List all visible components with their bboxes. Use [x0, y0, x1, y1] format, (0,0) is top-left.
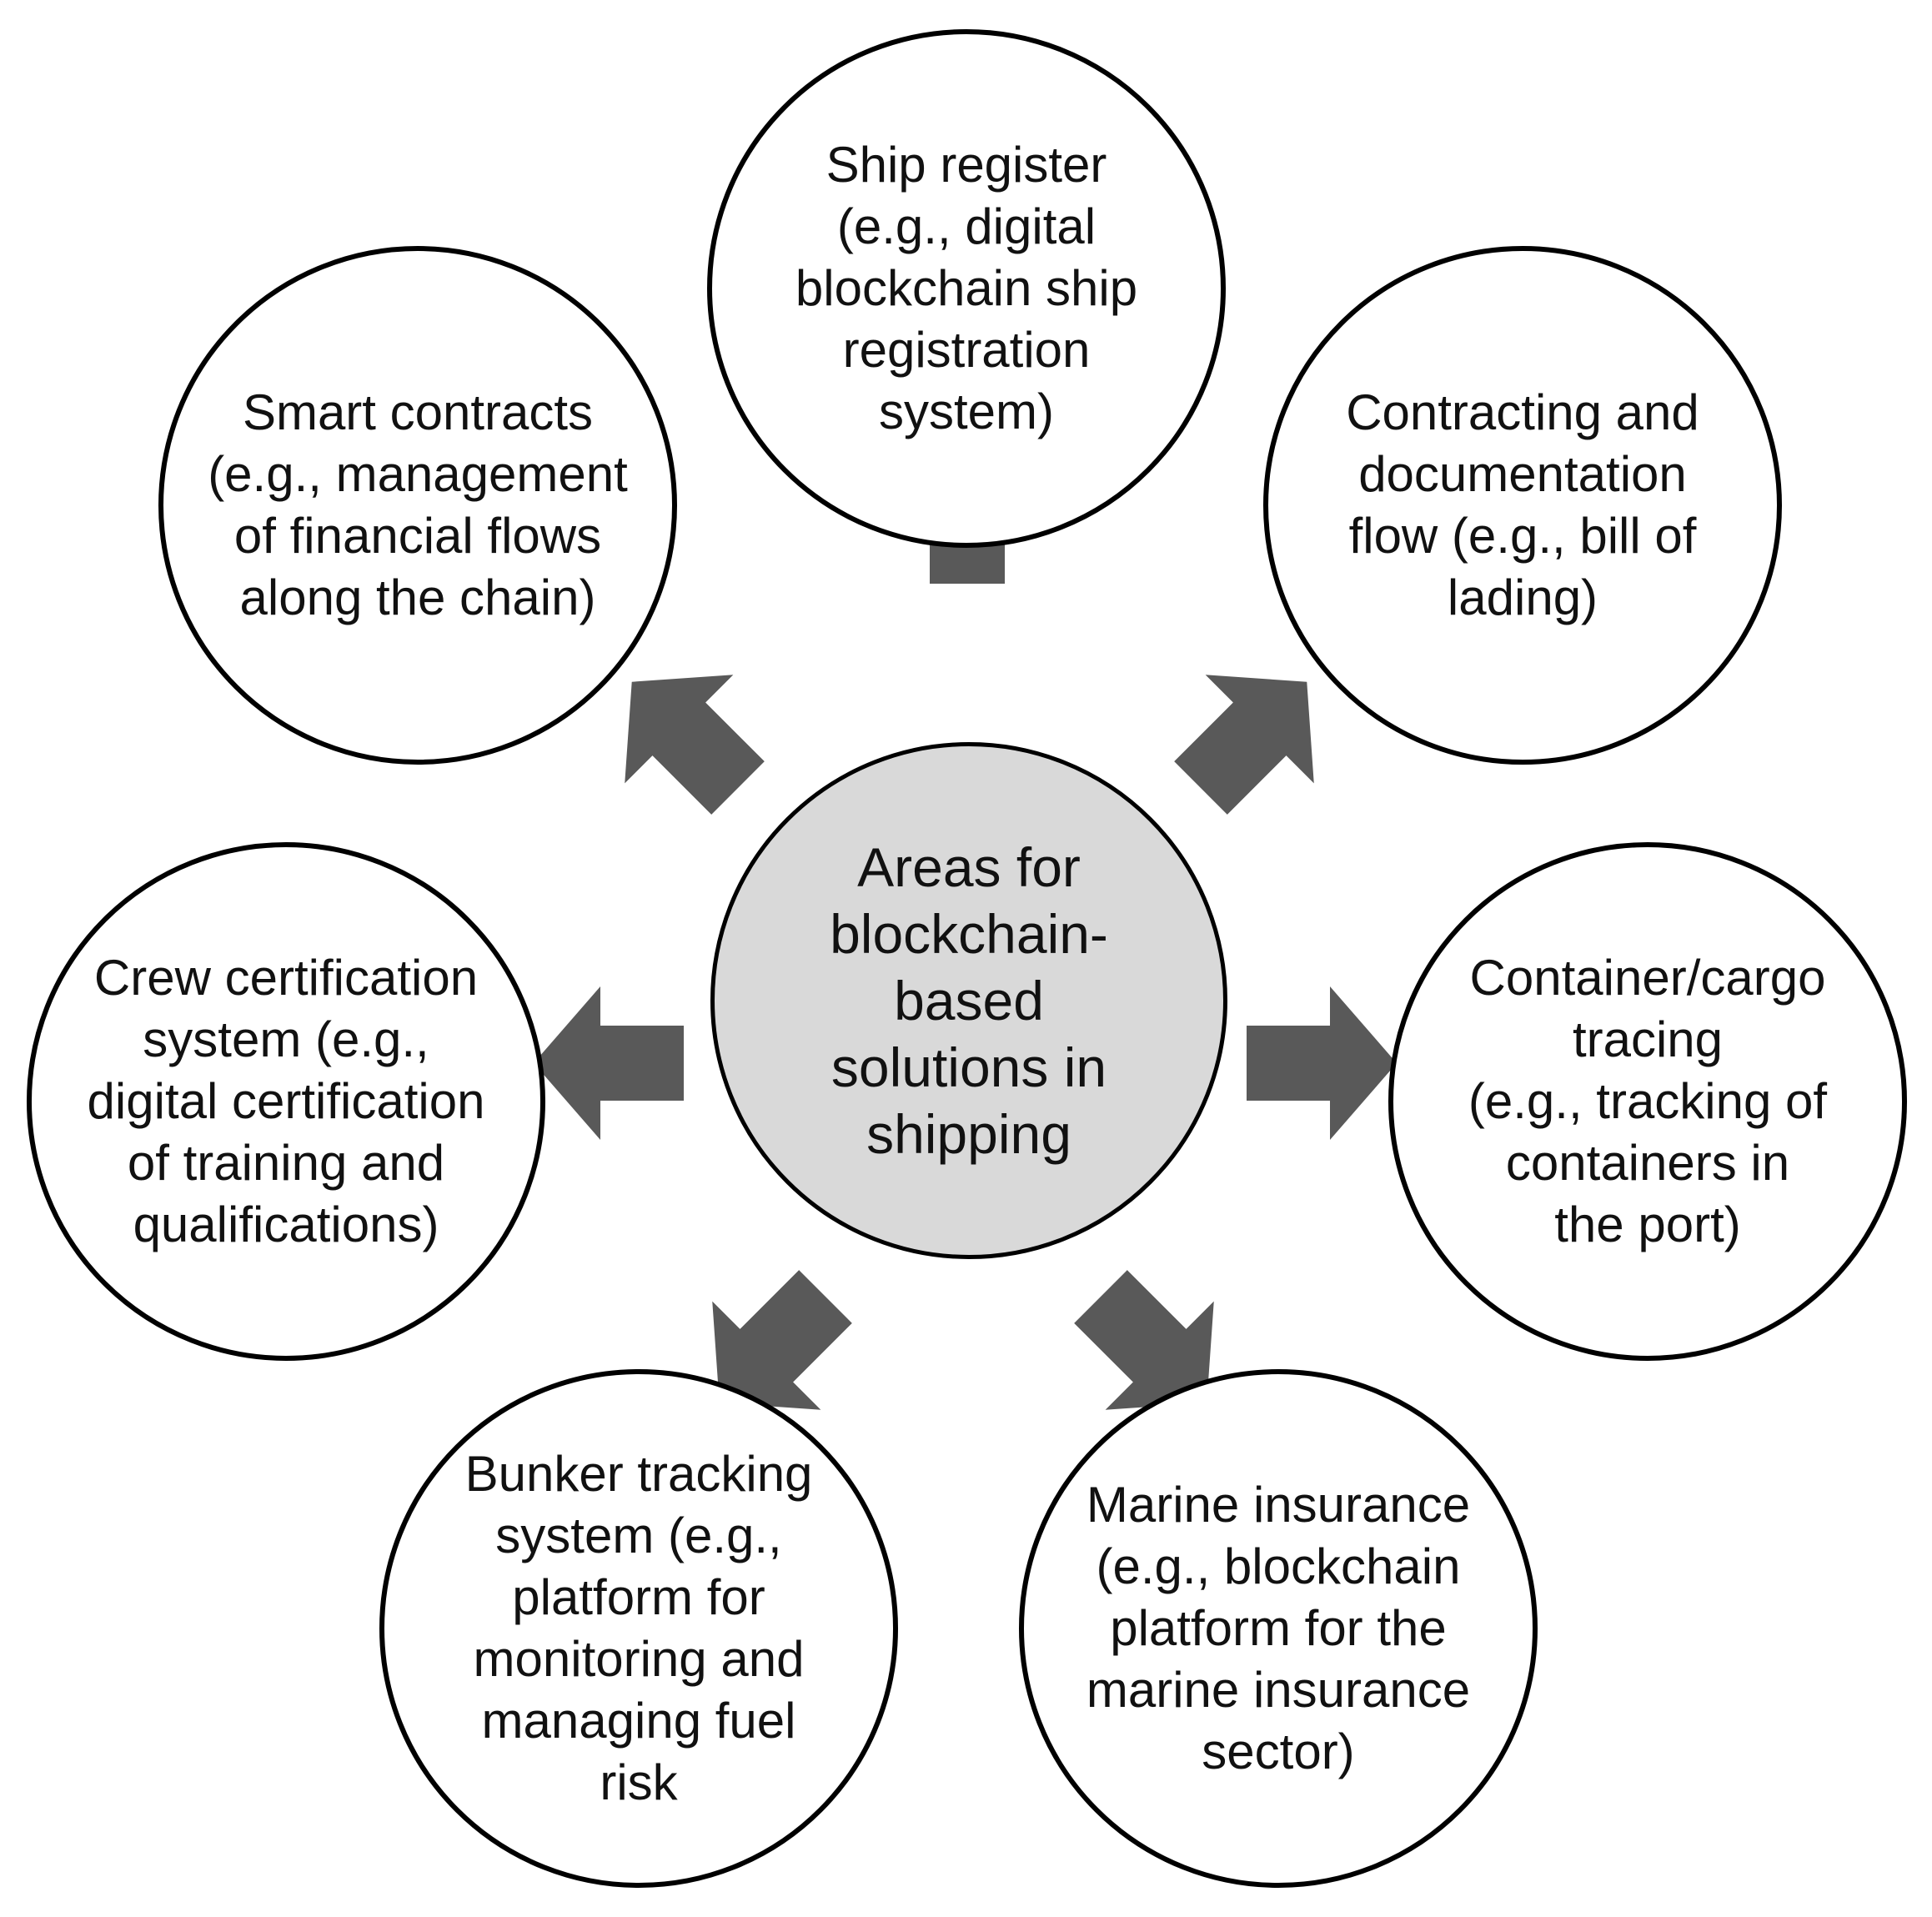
node-marine-insurance: Marine insurance (e.g., blockchain platf…: [1019, 1369, 1538, 1888]
arrow-smart-contracts: [625, 675, 765, 815]
arrow-bunker-tracking: [712, 1270, 852, 1410]
center-label: Areas for blockchain- based solutions in…: [830, 836, 1108, 1165]
ship-register-label: Ship register (e.g., digital blockchain …: [795, 137, 1138, 439]
node-bunker-tracking: Bunker tracking system (e.g., platform f…: [379, 1369, 898, 1888]
crew-certification-label: Crew certification system (e.g., digital…: [87, 950, 485, 1252]
bunker-tracking-label: Bunker tracking system (e.g., platform f…: [464, 1446, 813, 1810]
container-cargo-tracing-label: Container/cargo tracing (e.g., tracking …: [1468, 950, 1828, 1252]
arrow-container-cargo-tracing: [1247, 986, 1397, 1140]
node-container-cargo-tracing: Container/cargo tracing (e.g., tracking …: [1388, 842, 1907, 1361]
marine-insurance-label: Marine insurance (e.g., blockchain platf…: [1086, 1477, 1471, 1779]
smart-contracts-label: Smart contracts (e.g., management of fin…: [208, 384, 628, 625]
node-ship-register: Ship register (e.g., digital blockchain …: [707, 29, 1226, 548]
contracting-documentation-label: Contracting and documentation flow (e.g.…: [1346, 384, 1699, 625]
node-smart-contracts: Smart contracts (e.g., management of fin…: [158, 246, 677, 765]
center-node: Areas for blockchain- based solutions in…: [710, 742, 1227, 1259]
arrow-marine-insurance: [1074, 1270, 1214, 1410]
node-contracting-documentation: Contracting and documentation flow (e.g.…: [1263, 246, 1782, 765]
node-crew-certification: Crew certification system (e.g., digital…: [27, 842, 545, 1361]
arrow-contracting-documentation: [1174, 675, 1314, 815]
arrow-crew-certification: [534, 986, 684, 1140]
